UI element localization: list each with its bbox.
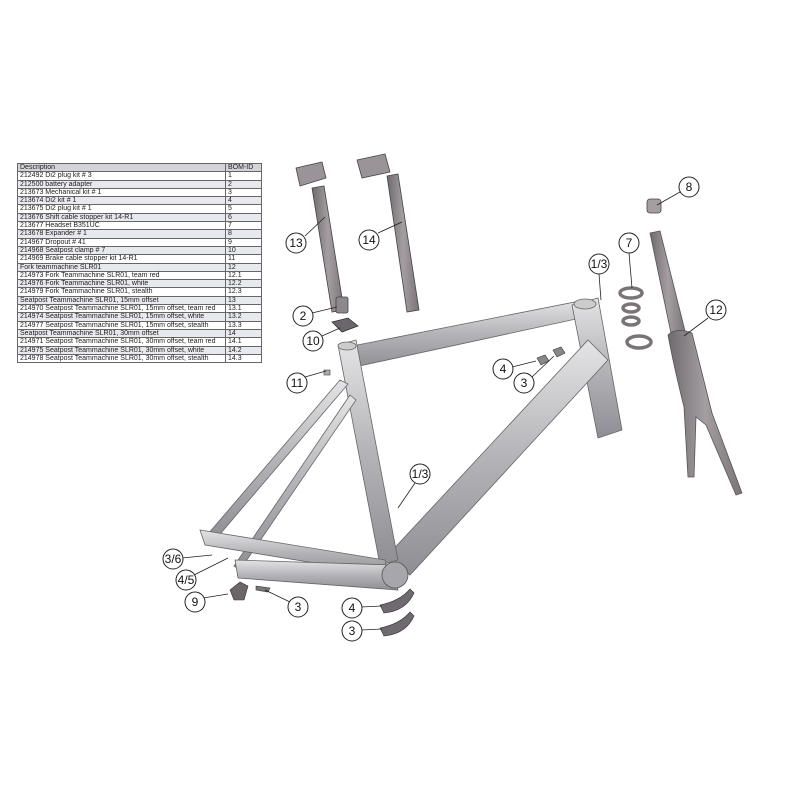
callout-label: 3	[295, 600, 302, 614]
callout-8: 8	[678, 176, 700, 198]
di2-guide-4	[379, 588, 415, 614]
callout-label: 1/3	[591, 257, 608, 271]
battery-adapter	[335, 296, 349, 314]
bom-table: Description BOM-ID 212492 Di2 plug kit #…	[17, 162, 262, 364]
callout-3: 3	[341, 620, 363, 642]
dropout	[229, 581, 249, 601]
leader-lines	[181, 191, 709, 631]
callout-3: 3	[513, 372, 535, 394]
callout-9: 9	[184, 591, 206, 613]
callout-label: 8	[686, 180, 693, 194]
callout-1-3: 1/3	[588, 253, 610, 275]
callout-label: 12	[709, 303, 723, 317]
callout-3: 3	[287, 596, 309, 618]
callout-label: 13	[289, 236, 303, 250]
bom-row: 214977 Seatpost Teammachine SLR01, 15mm …	[17, 320, 262, 330]
callout-label: 4/5	[178, 573, 195, 587]
callout-4-5: 4/5	[175, 569, 197, 591]
callout-label: 9	[192, 595, 199, 609]
callout-label: 3	[521, 376, 528, 390]
callout-label: 3	[349, 624, 356, 638]
callout-11: 11	[286, 372, 308, 394]
callout-3-6: 3/6	[162, 548, 184, 570]
callout-label: 1/3	[412, 467, 429, 481]
bom-row: 214974 Seatpost Teammachine SLR01, 15mm …	[17, 312, 262, 322]
mech-guide-3	[379, 611, 415, 637]
callout-1-3: 1/3	[409, 463, 431, 485]
callout-label: 4	[349, 601, 356, 615]
bom-row: 214975 Seatpost Teammachine SLR01, 30mm …	[17, 345, 262, 355]
callout-label: 2	[300, 309, 307, 323]
frame	[199, 297, 623, 591]
callout-2: 2	[292, 305, 314, 327]
bom-id: 14.3	[225, 353, 262, 364]
callout-14: 14	[358, 229, 380, 251]
callout-10: 10	[302, 330, 324, 352]
callout-label: 3/6	[165, 552, 182, 566]
callout-13: 13	[285, 232, 307, 254]
callout-12: 12	[705, 299, 727, 321]
callout-label: 10	[306, 334, 320, 348]
callout-4: 4	[341, 597, 363, 619]
callout-label: 4	[500, 362, 507, 376]
callout-label: 14	[362, 233, 376, 247]
callout-label: 11	[291, 376, 304, 390]
callout-7: 7	[618, 232, 640, 254]
headset	[618, 286, 653, 350]
callout-label: 7	[626, 236, 633, 250]
bom-id-header: BOM-ID	[225, 162, 262, 173]
expander	[646, 198, 662, 214]
fork	[649, 230, 743, 496]
bom-row: 214978 Seatpost Teammachine SLR01, 30mm …	[17, 353, 262, 364]
callout-4: 4	[492, 358, 514, 380]
seatpost-30mm	[356, 153, 420, 313]
